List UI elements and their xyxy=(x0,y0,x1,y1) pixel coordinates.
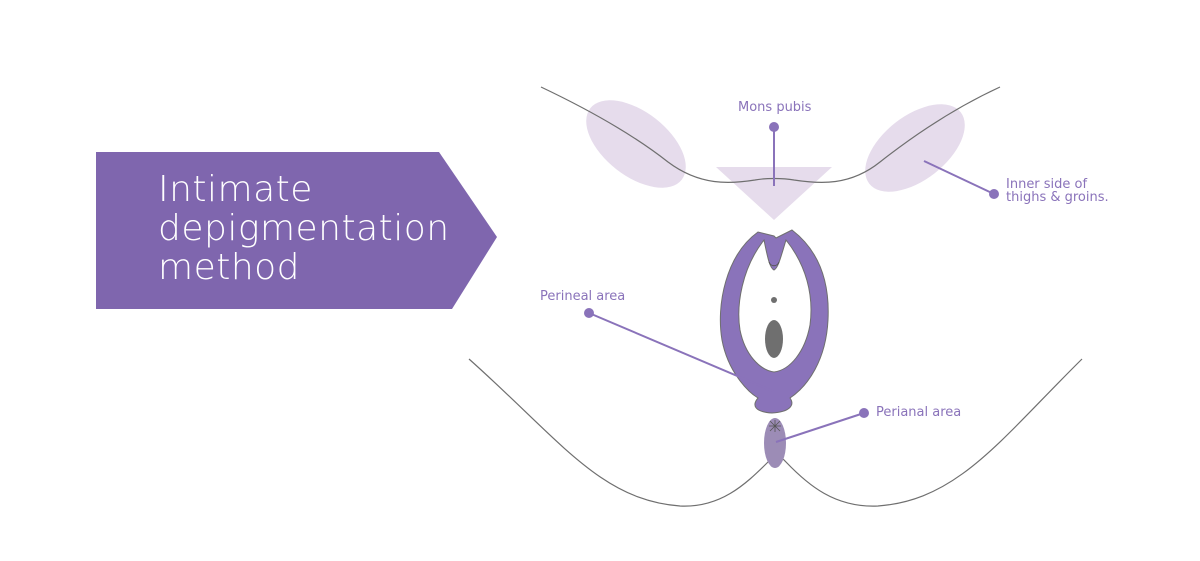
urethra-dot xyxy=(771,297,777,303)
title-banner xyxy=(96,152,497,309)
mons-pubis-highlight xyxy=(716,167,832,220)
mons-pubis-dot xyxy=(769,122,779,132)
perianal-dot xyxy=(859,408,869,418)
vulva-inner-area xyxy=(738,238,812,373)
mons-pubis-label: Mons pubis xyxy=(738,100,812,115)
inner-thighs-label-line1: Inner side of xyxy=(1006,177,1088,192)
inner-thighs-dot xyxy=(989,189,999,199)
perineal-leader xyxy=(588,312,776,393)
inner-thigh-left-highlight xyxy=(586,100,686,188)
perianal-leader xyxy=(775,412,865,443)
title-line-2: depigmentation xyxy=(158,208,450,249)
perianal-label: Perianal area xyxy=(876,405,962,420)
title-line-3: method xyxy=(158,247,301,288)
perineal-label: Perineal area xyxy=(540,289,626,304)
title-line-1: Intimate xyxy=(158,169,313,210)
anus-icon xyxy=(769,420,781,432)
perineal-dot xyxy=(584,308,594,318)
vaginal-opening xyxy=(765,320,783,358)
leader-lines xyxy=(584,122,999,443)
perianal-region xyxy=(764,418,786,468)
inner-thighs-leader xyxy=(923,160,995,195)
inner-thigh-right-highlight xyxy=(865,104,965,192)
upper-body-outline xyxy=(540,86,1001,184)
clitoral-hood-mark xyxy=(768,261,780,267)
inner-thighs-label-line2: thighs & groins. xyxy=(1006,190,1109,205)
page-title: Intimate depigmentation method xyxy=(158,170,450,287)
